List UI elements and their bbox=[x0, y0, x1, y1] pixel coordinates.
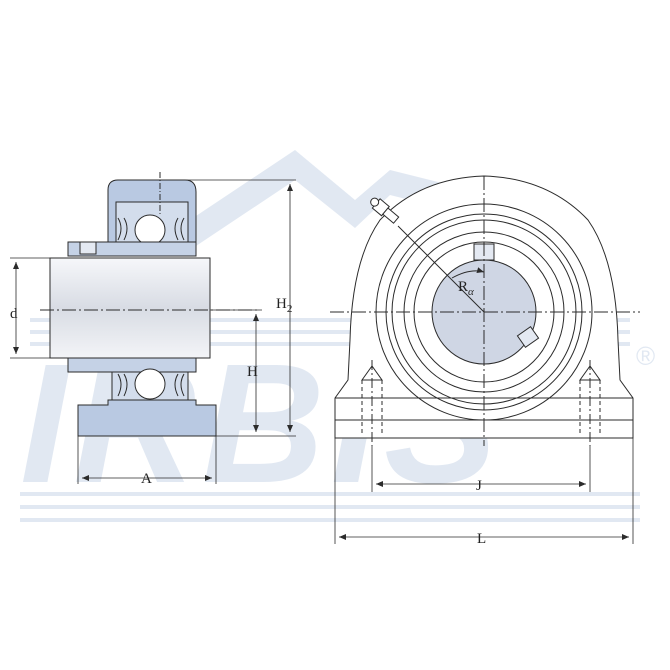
label-a: A bbox=[141, 471, 152, 487]
lower-housing-base bbox=[77, 399, 217, 437]
lower-seal-left bbox=[117, 373, 128, 397]
side-section-view bbox=[40, 172, 260, 437]
label-h2: H2 bbox=[276, 296, 292, 315]
label-h: H bbox=[247, 364, 258, 380]
angle-arc bbox=[451, 267, 485, 279]
left-bolt bbox=[361, 360, 383, 446]
upper-seal-right bbox=[174, 217, 185, 241]
left-dimensions bbox=[10, 179, 296, 484]
lower-seal-right bbox=[174, 373, 185, 397]
label-l: L bbox=[477, 531, 486, 547]
label-d: d bbox=[10, 306, 18, 322]
front-view bbox=[330, 175, 640, 446]
set-screw bbox=[79, 241, 97, 255]
shaft bbox=[49, 257, 211, 359]
lower-collar bbox=[67, 357, 197, 373]
right-dimensions bbox=[334, 438, 634, 544]
right-bolt bbox=[579, 360, 601, 446]
collar-screw bbox=[516, 325, 540, 349]
locking-collar bbox=[67, 241, 197, 257]
registered-mark-icon: ® bbox=[636, 341, 655, 371]
watermark-stripes bbox=[20, 318, 640, 522]
lower-ball bbox=[134, 368, 166, 400]
upper-ball bbox=[134, 214, 166, 246]
watermark-mountain-shape bbox=[160, 150, 470, 250]
upper-seal-left bbox=[117, 217, 128, 241]
grease-nipple-icon bbox=[370, 197, 400, 224]
label-r-alpha: Rα bbox=[458, 279, 474, 298]
label-j: J bbox=[476, 478, 482, 494]
radius-line bbox=[397, 225, 485, 313]
